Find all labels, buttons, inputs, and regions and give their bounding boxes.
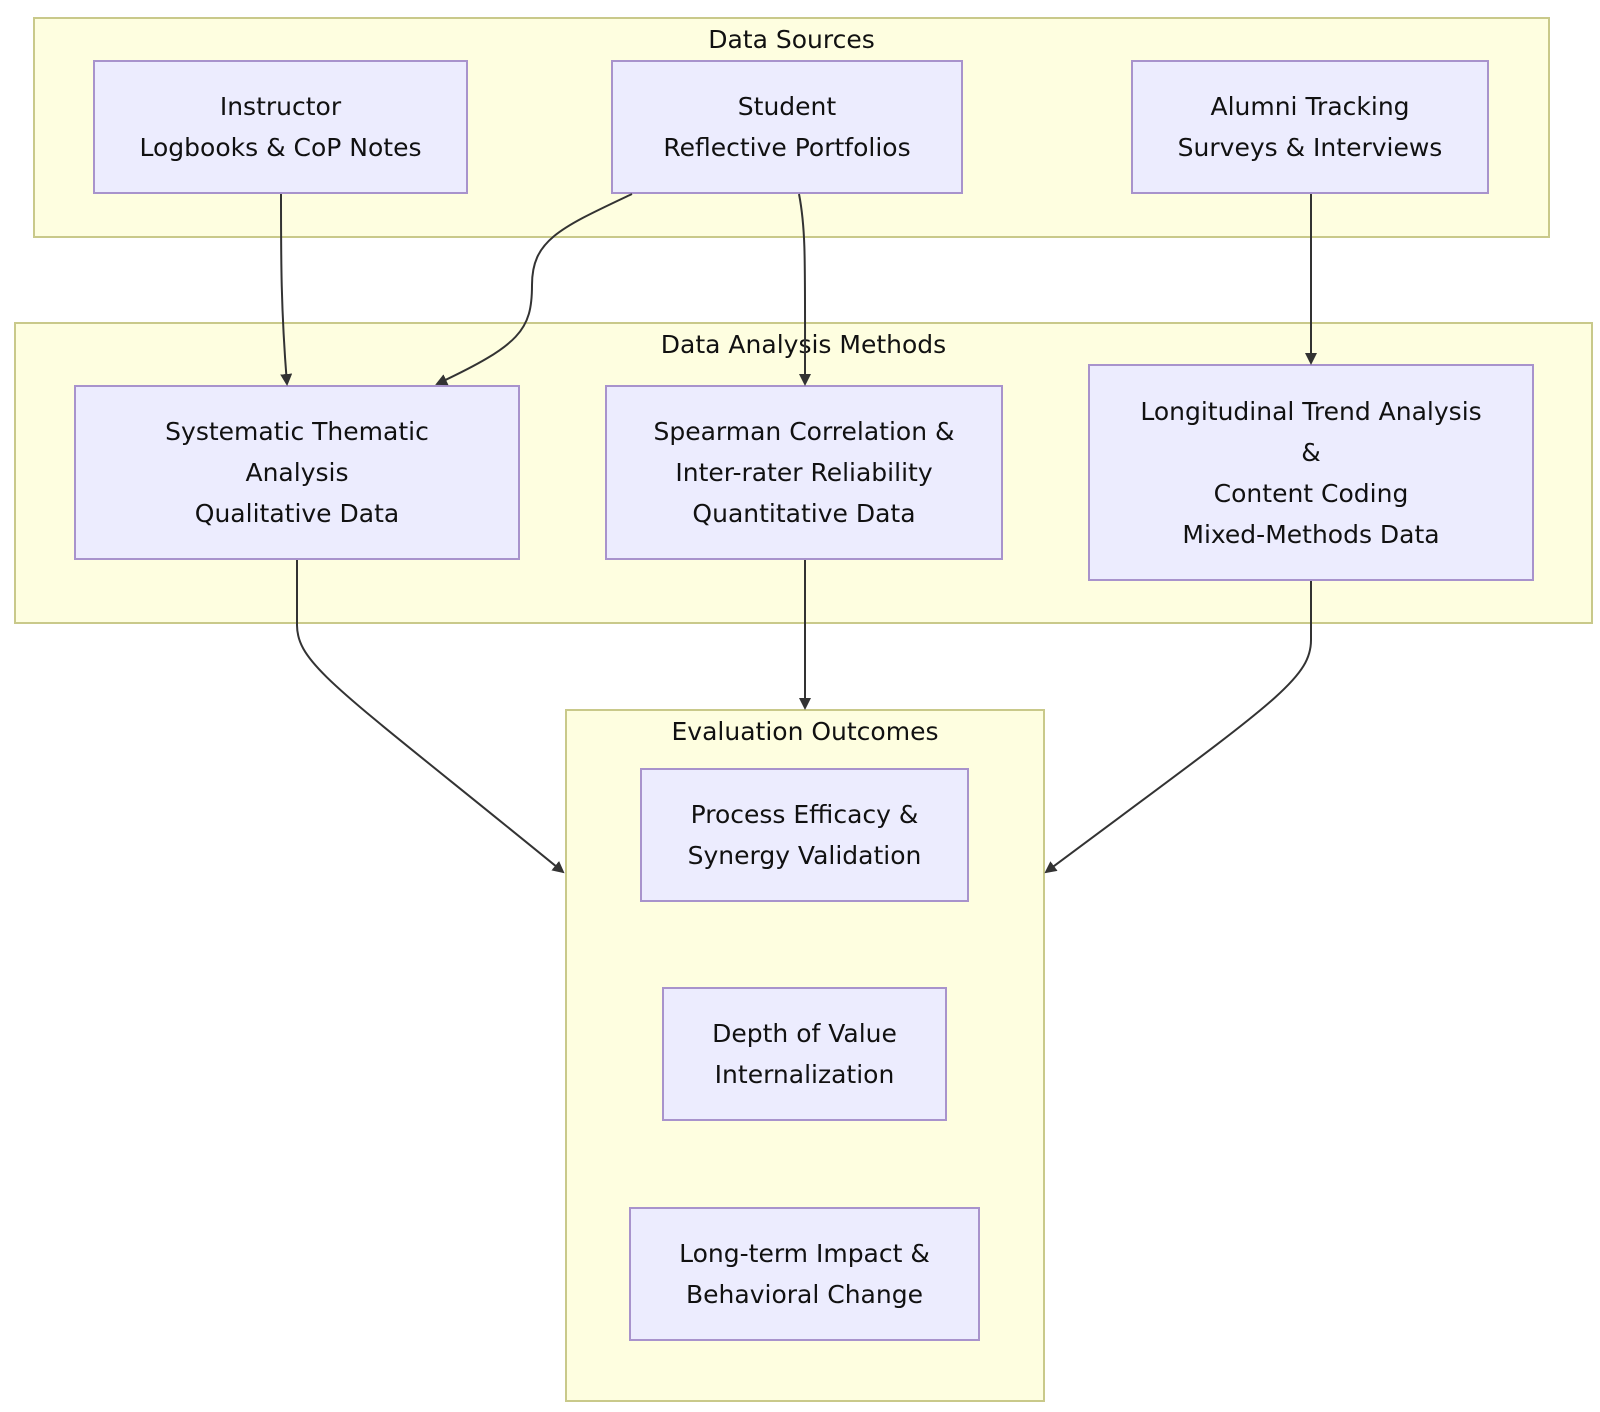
edge-longitudinal-to-outcomes bbox=[1044, 581, 1312, 874]
data-analysis-methods-title: Data Analysis Methods bbox=[660, 330, 947, 359]
longitudinal-trend-node-label: Longitudinal Trend Analysis & Content Co… bbox=[1140, 396, 1482, 549]
instructor-node-label: Instructor Logbooks & CoP Notes bbox=[139, 92, 422, 162]
spearman-correlation-node-label: Spearman Correlation & Inter-rater Relia… bbox=[653, 417, 955, 528]
value-internalization-node-label: Depth of Value Internalization bbox=[712, 1019, 897, 1089]
student-node[interactable]: Student Reflective Portfolios bbox=[611, 60, 963, 194]
value-internalization-node[interactable]: Depth of Value Internalization bbox=[662, 987, 947, 1121]
long-term-impact-node-label: Long-term Impact & Behavioral Change bbox=[679, 1239, 930, 1309]
process-efficacy-node[interactable]: Process Efficacy & Synergy Validation bbox=[640, 768, 969, 902]
process-efficacy-node-label: Process Efficacy & Synergy Validation bbox=[687, 800, 922, 870]
alumni-tracking-node[interactable]: Alumni Tracking Surveys & Interviews bbox=[1131, 60, 1489, 194]
student-node-label: Student Reflective Portfolios bbox=[663, 92, 911, 162]
spearman-correlation-node[interactable]: Spearman Correlation & Inter-rater Relia… bbox=[605, 385, 1003, 560]
thematic-analysis-node[interactable]: Systematic Thematic Analysis Qualitative… bbox=[74, 385, 520, 560]
alumni-tracking-node-label: Alumni Tracking Surveys & Interviews bbox=[1177, 92, 1443, 162]
evaluation-outcomes-title: Evaluation Outcomes bbox=[671, 717, 939, 746]
long-term-impact-node[interactable]: Long-term Impact & Behavioral Change bbox=[629, 1207, 980, 1341]
instructor-node[interactable]: Instructor Logbooks & CoP Notes bbox=[93, 60, 468, 194]
data-sources-title: Data Sources bbox=[708, 25, 875, 54]
thematic-analysis-node-label: Systematic Thematic Analysis Qualitative… bbox=[165, 417, 429, 528]
longitudinal-trend-node[interactable]: Longitudinal Trend Analysis & Content Co… bbox=[1088, 364, 1534, 581]
